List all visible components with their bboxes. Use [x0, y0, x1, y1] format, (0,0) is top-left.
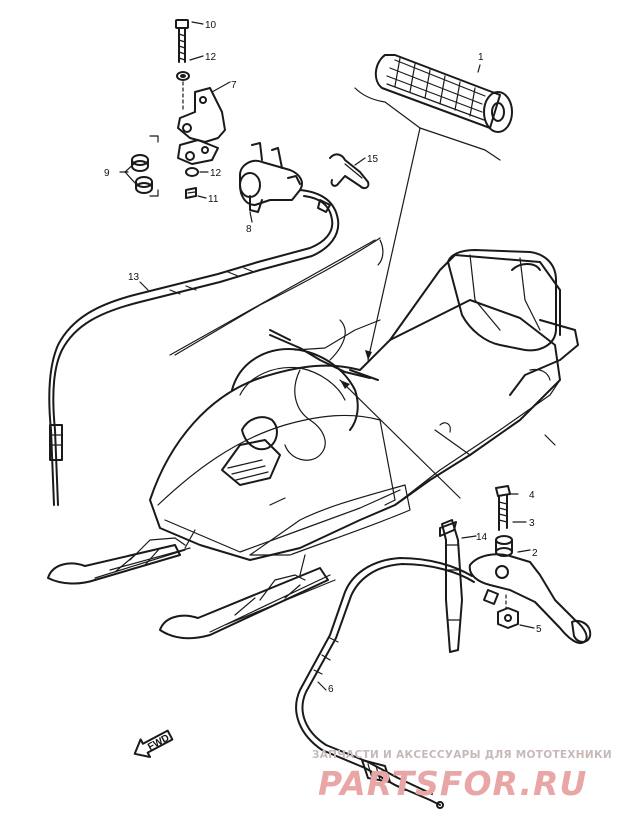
callout-labels: 10 12 7 9 12 11 8 15 13 1 4 3 2 5 14 6: [104, 20, 542, 695]
leader-lines: [119, 21, 556, 691]
throttle-cable-13: [48, 189, 340, 506]
callout-12-top: 12: [205, 52, 217, 63]
spring-clip-15: [329, 153, 370, 190]
callout-11: 11: [208, 194, 219, 205]
brake-cable-6: [295, 557, 499, 809]
parking-brake-strap-14: [439, 519, 463, 653]
callout-6: 6: [328, 684, 334, 695]
throttle-assembly: [48, 19, 370, 506]
fwd-arrow: FWD: [133, 729, 174, 759]
grip-1: [374, 54, 513, 133]
nut-5: [497, 607, 519, 629]
watermark-brand: PARTSFOR.RU: [318, 764, 587, 803]
callout-10: 10: [205, 20, 217, 31]
bolt-10: [175, 19, 189, 63]
brake-lever-2: [468, 553, 592, 644]
watermark: ЗАПЧАСТИ И АКСЕССУАРЫ ДЛЯ МОТОТЕХНИКИ PA…: [312, 749, 612, 803]
fwd-label: FWD: [146, 733, 171, 753]
collar-3: [495, 535, 513, 557]
callout-5: 5: [536, 624, 542, 635]
callout-3: 3: [529, 518, 535, 529]
callout-15: 15: [367, 154, 379, 165]
callout-8: 8: [246, 224, 252, 235]
callout-9: 9: [104, 168, 110, 179]
bolt-4: [495, 485, 511, 531]
callout-13: 13: [128, 272, 140, 283]
callout-14: 14: [476, 532, 488, 543]
throttle-housing-8: [239, 142, 303, 213]
washer-12-lower: [185, 167, 199, 177]
snowmobile-illustration: [47, 249, 579, 640]
callout-2: 2: [532, 548, 538, 559]
brake-assembly: [295, 485, 592, 809]
callout-4: 4: [529, 490, 535, 501]
callout-12-lower: 12: [210, 168, 222, 179]
washer-12-top: [176, 71, 190, 81]
screw-11: [185, 187, 197, 199]
callout-7: 7: [231, 80, 237, 91]
washer-12-top-hole: [180, 74, 186, 78]
watermark-tagline: ЗАПЧАСТИ И АКСЕССУАРЫ ДЛЯ МОТОТЕХНИКИ: [312, 749, 612, 761]
bushings-9: [131, 154, 153, 194]
callout-1: 1: [478, 52, 484, 63]
bracket-7: [177, 87, 226, 165]
